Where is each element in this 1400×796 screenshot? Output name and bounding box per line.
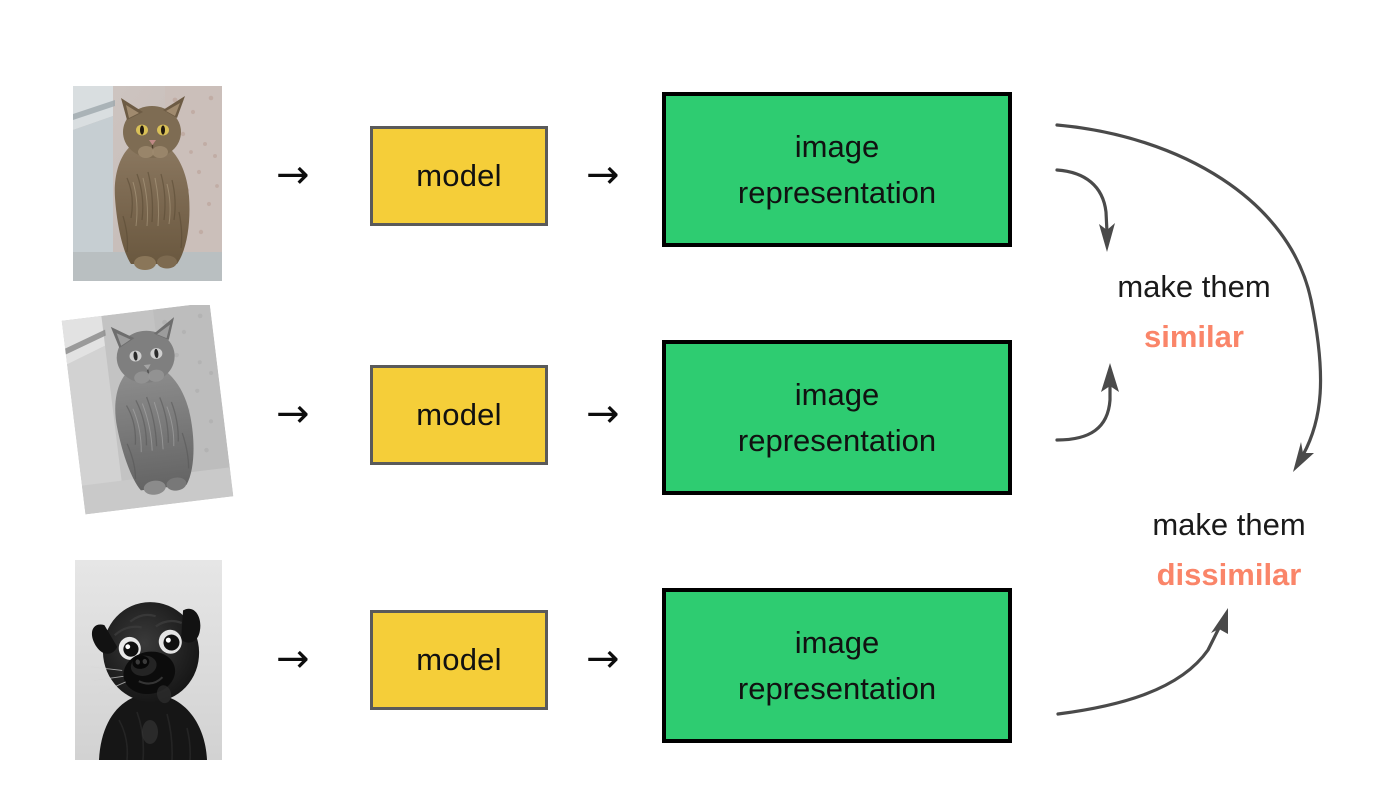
caption-similar-line-1: make them [1117,269,1271,304]
row-2-model-box[interactable]: model [370,365,548,465]
input-image-1 [73,86,222,281]
row-1-representation-line-1: image [794,128,880,164]
row-1-arrow-model-to-representation: → [586,152,620,198]
caption-dissimilar-line-2: dissimilar [1156,556,1302,592]
row-2-representation-box[interactable]: image representation [662,340,1012,495]
pug-grayscale-photo-icon [75,560,222,760]
row-3-arrow-image-to-model: → [276,636,310,682]
row-3-representation-line-1: image [794,624,880,660]
row-3-representation-box[interactable]: image representation [662,588,1012,743]
row-2-representation-line-1: image [794,376,880,412]
row-2-arrow-model-to-representation: → [586,391,620,437]
row-1-arrow-image-to-model: → [276,152,310,198]
input-image-3 [75,560,222,760]
arrow-row2-to-similar [1055,363,1119,442]
arrow-row3-to-dissimilar [1056,608,1228,716]
row-1-representation-box[interactable]: image representation [662,92,1012,247]
row-2-arrow-image-to-model: → [276,391,310,437]
row-2-representation-line-2: representation [737,422,937,458]
caption-dissimilar-line-1: make them [1152,507,1306,542]
cat-color-photo-icon [73,86,222,281]
row-1-representation-line-2: representation [737,174,937,210]
caption-make-them-dissimilar: make them dissimilar [1118,500,1340,599]
row-3-model-box[interactable]: model [370,610,548,710]
cat-grayscale-rotated-photo-icon [61,305,234,515]
input-image-2 [55,305,240,520]
caption-make-them-similar: make them similar [1083,262,1305,361]
row-1-model-box[interactable]: model [370,126,548,226]
row-3-arrow-model-to-representation: → [586,636,620,682]
arrow-row1-to-similar [1055,168,1115,252]
caption-similar-line-2: similar [1144,318,1244,354]
row-3-representation-line-2: representation [737,670,937,706]
